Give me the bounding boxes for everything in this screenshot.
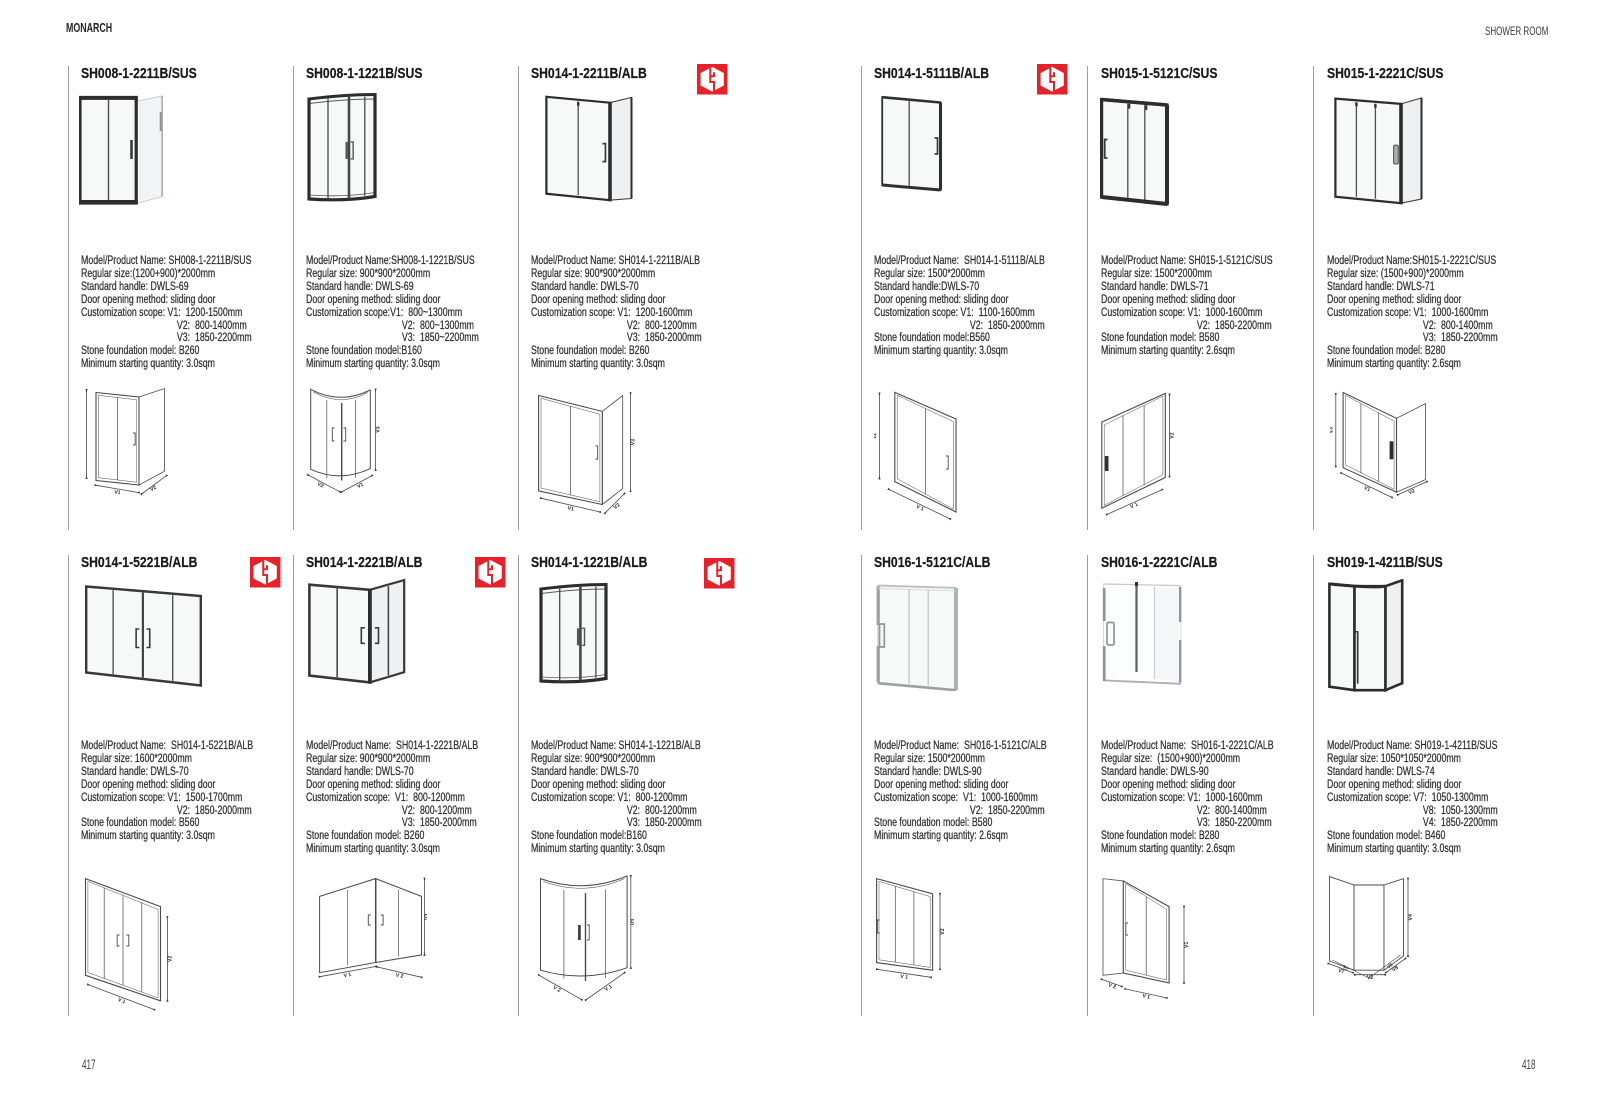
- svg-text:V3: V3: [84, 431, 85, 437]
- svg-text:V1: V1: [567, 506, 575, 513]
- svg-text:V1: V1: [1184, 942, 1190, 948]
- svg-text:V2: V2: [1367, 975, 1373, 981]
- svg-text:V 1: V 1: [1142, 993, 1151, 1001]
- svg-text:V7: V7: [1337, 968, 1345, 976]
- svg-text:V2: V2: [940, 928, 946, 934]
- svg-text:V2: V2: [167, 956, 173, 962]
- svg-text:V1: V1: [356, 482, 365, 490]
- svg-text:V3: V3: [376, 426, 382, 432]
- svg-text:V8: V8: [1391, 965, 1400, 973]
- svg-text:V3: V3: [631, 919, 634, 925]
- svg-text:V1: V1: [1363, 485, 1371, 493]
- svg-text:V3: V3: [425, 914, 428, 920]
- svg-text:V4: V4: [1408, 914, 1412, 920]
- svg-text:V2: V2: [1170, 432, 1176, 438]
- svg-text:V 2: V 2: [1107, 982, 1116, 990]
- svg-text:V1: V1: [114, 489, 121, 496]
- svg-text:V2: V2: [1408, 488, 1416, 496]
- svg-text:V3: V3: [631, 439, 636, 445]
- svg-text:V2: V2: [316, 481, 325, 489]
- svg-text:V 1: V 1: [1129, 502, 1139, 511]
- svg-text:V2: V2: [613, 502, 622, 511]
- svg-text:V 1: V 1: [343, 972, 352, 979]
- svg-text:V 1: V 1: [604, 984, 614, 993]
- svg-text:V3: V3: [1330, 427, 1334, 433]
- svg-text:V 2: V 2: [552, 985, 562, 994]
- svg-text:V 1: V 1: [915, 504, 925, 513]
- svg-text:V2: V2: [149, 485, 158, 493]
- svg-text:V 1: V 1: [900, 974, 909, 981]
- svg-text:V 2: V 2: [395, 972, 404, 979]
- svg-text:V 1: V 1: [117, 997, 127, 1005]
- svg-text:V2: V2: [874, 433, 878, 439]
